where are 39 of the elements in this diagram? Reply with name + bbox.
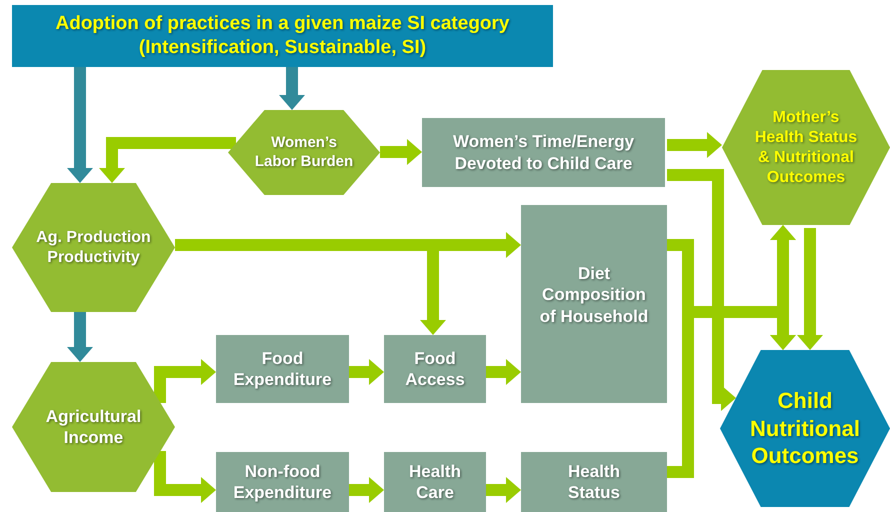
hexagon-node xyxy=(722,70,890,225)
node-label: Adoption of practices in a given maize SI category (Intensification, Sustainable, SI) xyxy=(54,12,510,60)
node-label: Diet Composition of Household xyxy=(538,263,650,327)
arrow xyxy=(380,139,422,165)
arrow xyxy=(67,312,93,362)
arrow xyxy=(349,359,384,385)
hexagon-node xyxy=(12,183,175,312)
arrow xyxy=(279,67,305,110)
arrow xyxy=(486,477,521,503)
process-box xyxy=(422,118,665,187)
process-box xyxy=(521,452,667,512)
arrow xyxy=(154,359,216,403)
node-label: Women’s Labor Burden xyxy=(254,134,354,172)
node-label: Ag. Production Productivity xyxy=(35,228,152,268)
node-label: Child Nutritional Outcomes xyxy=(750,387,860,470)
hexagon-node xyxy=(12,362,175,492)
arrow xyxy=(99,137,236,183)
node-label: Health Care xyxy=(408,460,462,504)
hexagon-node xyxy=(228,110,380,195)
node-label: Health Status xyxy=(567,460,621,504)
node-label: Agricultural Income xyxy=(44,406,142,448)
node-label: Women’s Time/Energy Devoted to Child Care xyxy=(452,131,636,174)
node-label: Non-food Expenditure xyxy=(232,460,333,504)
arrow xyxy=(486,359,521,385)
arrow xyxy=(667,132,722,158)
node-label: Mother’s Health Status & Nutritional Outcomes xyxy=(754,108,858,188)
node-label: Food Expenditure xyxy=(232,348,333,390)
arrow xyxy=(667,169,736,411)
process-box xyxy=(216,452,349,512)
arrow xyxy=(349,477,384,503)
process-box xyxy=(521,205,667,403)
hexagon-node xyxy=(720,350,890,507)
process-box xyxy=(12,5,553,67)
process-box xyxy=(384,452,486,512)
process-box xyxy=(216,335,349,403)
arrow xyxy=(67,67,93,183)
process-box xyxy=(384,335,486,403)
node-label: Food Access xyxy=(404,348,466,390)
arrow xyxy=(797,228,823,350)
